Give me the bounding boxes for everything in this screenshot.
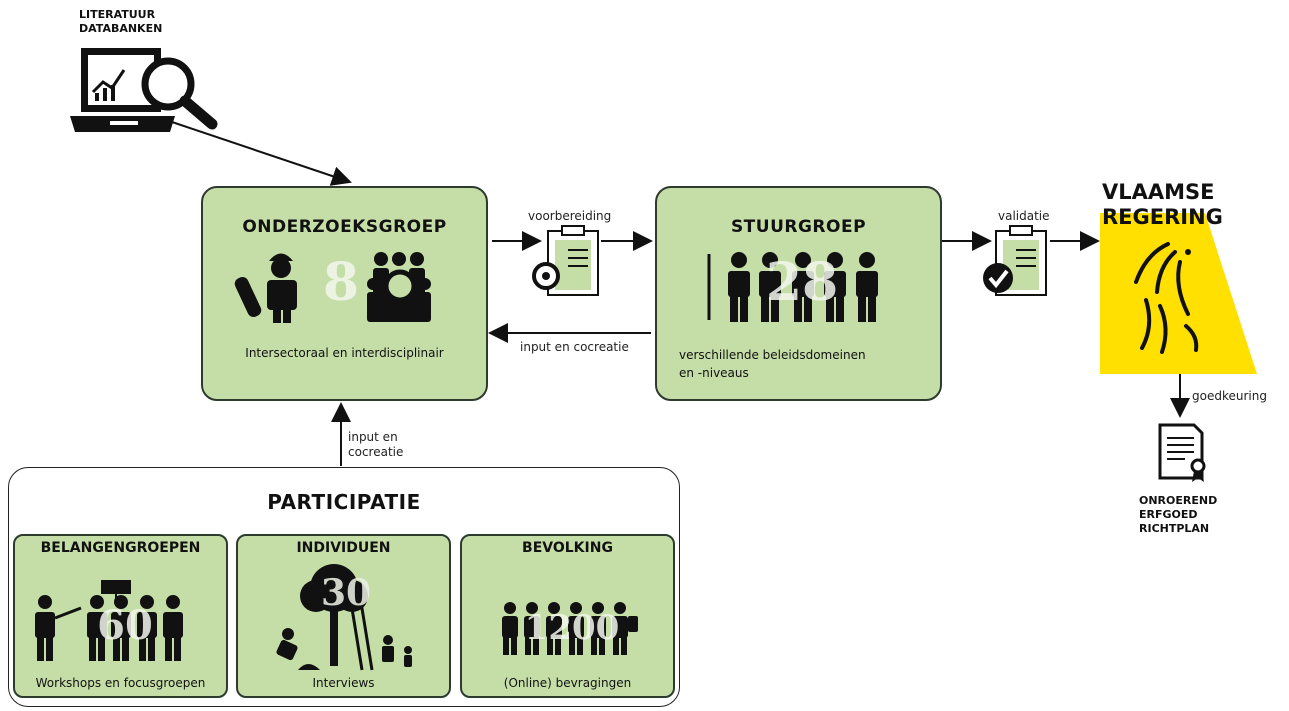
participatie-input-label-line2: cocreatie [348,445,404,459]
research-people-icon [234,252,431,323]
richtplan-label-line3: RICHTPLAN [1139,522,1210,535]
onderzoeksgroep-box: ONDERZOEKSGROEP 8 Intersectoraal en inte… [201,186,488,401]
databanken-label: LITERATUUR DATABANKEN [79,8,162,36]
participatie-input-label: input en cocreatie [348,430,403,460]
stuurgroep-caption: verschillende beleidsdomeinen en -niveau… [679,346,940,382]
belangengroepen-title: BELANGENGROEPEN [40,540,201,556]
databanken-label-line2: DATABANKEN [79,22,163,35]
bevolking-box: BEVOLKING 1200 (Online) bevragingen [460,534,675,698]
individuen-caption: Interviews [312,676,375,690]
bevolking-title: BEVOLKING [522,540,613,556]
vlaamse-regering-title-line1: VLAAMSE [1102,180,1215,204]
participatie-title: PARTICIPATIE [267,490,421,514]
vlaamse-regering-title: VLAAMSE REGERING [1102,180,1223,230]
databanken-label-line1: LITERATUUR [79,8,156,21]
participatie-input-label-line1: input en [348,430,398,444]
bevolking-caption: (Online) bevragingen [503,676,632,690]
validatie-label: validatie [998,209,1050,223]
population-crowd-icon [502,602,638,655]
belangengroepen-caption: Workshops en focusgroepen [35,676,206,690]
onderzoeksgroep-title: ONDERZOEKSGROEP [242,217,447,237]
input-cocreatie-return-label: input en cocreatie [520,340,629,354]
belangengroepen-count: 60 [97,602,153,649]
richtplan-label-line2: ERFGOED [1139,508,1198,521]
individuals-tree-icon [276,564,412,671]
voorbereiding-label: voorbereiding [528,209,612,223]
vlaamse-regering-title-line2: REGERING [1102,205,1223,229]
stuurgroep-title: STUURGROEP [730,217,867,237]
belangengroepen-box: BELANGENGROEPEN 60 Workshops en focusgro… [13,534,228,698]
stuurgroep-caption-line1: verschillende beleidsdomeinen [679,348,866,362]
onderzoeksgroep-caption: Intersectoraal en interdisciplinair [245,346,444,360]
arrow-databanken-to-onderzoeksgroep [171,121,352,186]
stuurgroep-count: 28 [765,252,839,313]
goedkeuring-label: goedkeuring [1192,389,1267,403]
interest-group-people-icon [35,580,183,661]
participatie-container: PARTICIPATIE BELANGENGROEPEN 60 Workshop… [8,467,680,707]
bevolking-count: 1200 [524,608,620,648]
individuen-box: INDIVIDUEN 30 Interviews [236,534,451,698]
stuurgroep-box: STUURGROEP 28 verschillende beleidsdomei… [655,186,942,401]
richtplan-label-line1: ONROEREND [1139,494,1218,507]
individuen-count: 30 [320,572,372,614]
onderzoeksgroep-count: 8 [322,252,360,313]
individuen-title: INDIVIDUEN [296,540,391,556]
stuurgroep-caption-line2: en -niveaus [679,366,749,380]
stakeholders-people-icon [707,252,878,322]
richtplan-label: ONROEREND ERFGOED RICHTPLAN [1139,494,1217,536]
